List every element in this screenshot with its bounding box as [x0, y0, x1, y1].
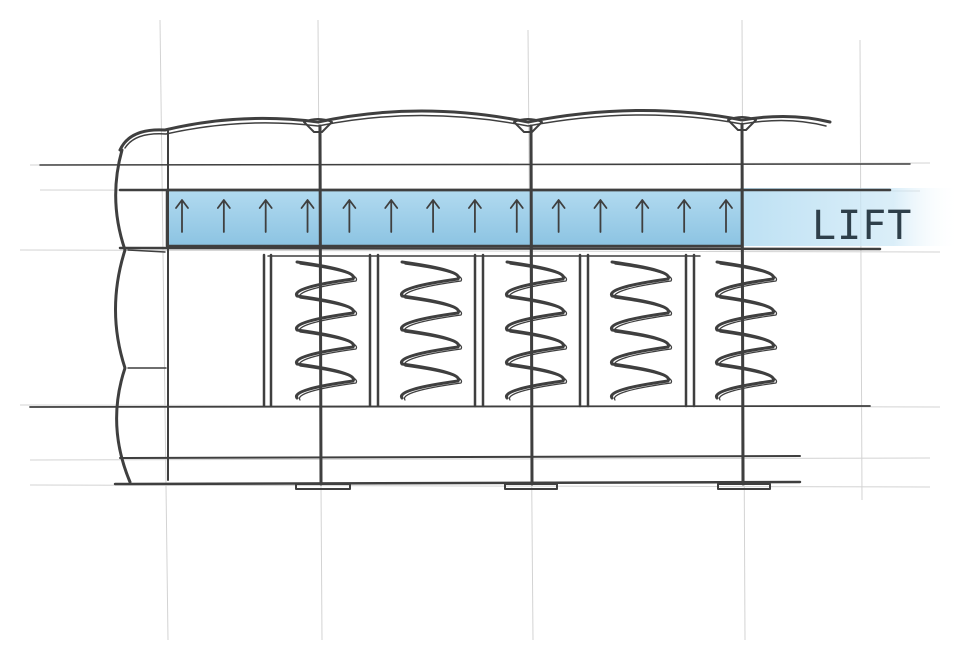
lift-label: LIFT [812, 203, 912, 249]
lift-arrows [175, 199, 733, 233]
support-posts [318, 122, 745, 486]
coil-springs [295, 260, 778, 401]
frame-lines [29, 129, 911, 486]
lift-glow-band [740, 188, 960, 246]
lift-arrow-icon [719, 199, 733, 233]
lift-arrow-icon [300, 199, 315, 233]
lift-band [167, 190, 742, 246]
lift-arrow-icon [551, 199, 566, 233]
lift-arrow-icon [593, 199, 608, 233]
coil-spring-sketch-stroke [613, 263, 673, 401]
lift-arrow-icon [342, 199, 357, 233]
lift-arrow-icon [175, 199, 189, 233]
side-edge-outline [114, 148, 132, 484]
coil-spring-sketch-stroke [718, 263, 778, 401]
tufting-buttons [303, 116, 757, 133]
lift-arrow-icon [635, 199, 650, 233]
lift-arrow-icon [677, 199, 692, 233]
pocket-dividers [262, 253, 701, 408]
coil-spring-sketch-stroke [403, 263, 463, 401]
lift-arrow-icon [509, 199, 524, 233]
lift-arrow-icon [384, 199, 399, 233]
quilted-top-outline [118, 108, 832, 152]
coil-spring-sketch-stroke [298, 263, 358, 401]
base-feet [295, 483, 771, 490]
coil-spring-sketch-stroke [508, 263, 568, 401]
lift-arrow-icon [258, 199, 273, 233]
lift-arrow-icon [468, 199, 482, 233]
lift-arrow-icon [426, 199, 440, 233]
lift-arrow-icon [216, 199, 231, 233]
